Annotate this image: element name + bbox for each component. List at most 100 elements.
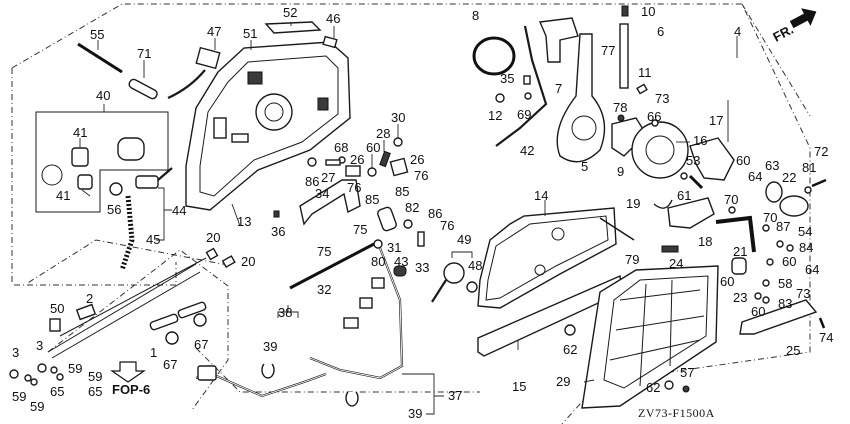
label-60-upper: 60 xyxy=(366,140,380,155)
label-67-left: 67 xyxy=(163,357,177,372)
part-37-harness xyxy=(309,247,404,380)
label-32: 32 xyxy=(317,282,331,297)
part-36-screw xyxy=(273,210,280,218)
label-68: 68 xyxy=(334,140,348,155)
label-6: 6 xyxy=(657,24,664,39)
label-50: 50 xyxy=(50,301,64,316)
part-49-switch xyxy=(443,262,465,284)
ignition-switch-body xyxy=(117,137,145,161)
part-53-bolt xyxy=(688,174,704,190)
label-64-upper: 64 xyxy=(748,169,762,184)
label-57: 57 xyxy=(680,365,694,380)
part-81-washer xyxy=(804,186,812,194)
part-26-bracket-a xyxy=(345,165,361,177)
leader-lines xyxy=(79,22,738,383)
label-45: 45 xyxy=(146,232,160,247)
label-29: 29 xyxy=(556,374,570,389)
label-79: 79 xyxy=(625,252,639,267)
part-21-lever xyxy=(715,215,756,253)
label-41-lower: 41 xyxy=(56,188,70,203)
label-77: 77 xyxy=(601,43,615,58)
part-28-spring xyxy=(379,150,391,168)
label-5: 5 xyxy=(581,159,588,174)
part-35-clip xyxy=(523,75,531,85)
part-72-bolt xyxy=(811,178,827,188)
label-27: 27 xyxy=(321,170,335,185)
part-78-screw xyxy=(617,114,625,122)
label-86-right: 86 xyxy=(428,206,442,221)
label-19: 19 xyxy=(626,196,640,211)
label-75-left: 75 xyxy=(317,244,331,259)
label-3-right: 3 xyxy=(36,338,43,353)
label-59-a: 59 xyxy=(68,361,82,376)
label-3-left: 3 xyxy=(12,345,19,360)
label-76-lower: 76 xyxy=(440,218,454,233)
part-61-washer xyxy=(680,172,688,180)
label-54: 54 xyxy=(798,224,812,239)
label-41-upper: 41 xyxy=(73,125,87,140)
part-6-arm xyxy=(619,23,629,89)
part-83-nut xyxy=(762,296,770,304)
part-20-nut-a xyxy=(205,247,219,261)
label-52: 52 xyxy=(283,5,297,20)
part-71-sleeve xyxy=(128,78,158,100)
label-71: 71 xyxy=(137,46,151,61)
label-9: 9 xyxy=(617,164,624,179)
harness-38-connector xyxy=(197,365,217,381)
part-62-grommet-b xyxy=(664,380,674,390)
harness-boundary xyxy=(195,347,480,393)
label-72: 72 xyxy=(814,144,828,159)
part-60-washer-e xyxy=(754,292,762,300)
label-73-lower: 73 xyxy=(796,286,810,301)
label-51: 51 xyxy=(243,26,257,41)
part-7-lever-grip xyxy=(538,17,579,63)
label-30: 30 xyxy=(391,110,405,125)
label-65-right: 65 xyxy=(88,384,102,399)
label-17: 17 xyxy=(709,113,723,128)
label-74: 74 xyxy=(819,330,833,345)
label-36: 36 xyxy=(271,224,285,239)
label-76-right: 76 xyxy=(414,168,428,183)
label-20-upper: 20 xyxy=(206,230,220,245)
part-41-switch-cover xyxy=(71,147,89,167)
label-31: 31 xyxy=(387,240,401,255)
label-8: 8 xyxy=(472,8,479,23)
label-33: 33 xyxy=(415,260,429,275)
part-3-bolt-a xyxy=(9,369,19,379)
part-24-spring xyxy=(661,245,679,253)
label-60-right: 60 xyxy=(736,153,750,168)
part-31-cam xyxy=(377,206,397,232)
label-60-lower: 60 xyxy=(720,274,734,289)
label-56: 56 xyxy=(107,202,121,217)
label-67-right: 67 xyxy=(194,337,208,352)
part-56-nut xyxy=(109,182,123,196)
part-60-washer xyxy=(367,167,377,177)
part-2-plate xyxy=(75,303,97,321)
part-27-spring xyxy=(325,159,341,166)
part-32-shaft xyxy=(289,242,375,290)
label-18: 18 xyxy=(698,234,712,249)
part-18-plate xyxy=(667,197,715,229)
label-75-right: 75 xyxy=(353,222,367,237)
part-67-clip-b xyxy=(193,313,207,327)
part-3-bolt-b xyxy=(37,363,47,373)
label-62-lower: 62 xyxy=(646,380,660,395)
label-13: 13 xyxy=(237,214,251,229)
assembly-boundary-left-lower xyxy=(11,68,229,286)
label-4: 4 xyxy=(734,24,741,39)
label-63: 63 xyxy=(765,158,779,173)
part-19-spring-clip xyxy=(653,199,673,209)
label-39-upper: 39 xyxy=(263,339,277,354)
label-7: 7 xyxy=(555,81,562,96)
part-62-grommet-a xyxy=(564,324,576,336)
label-61: 61 xyxy=(677,188,691,203)
label-42: 42 xyxy=(520,143,534,158)
gear-assembly-boundary xyxy=(741,3,811,117)
label-78: 78 xyxy=(613,100,627,115)
part-45-lanyard-cord xyxy=(119,195,135,271)
label-35: 35 xyxy=(500,71,514,86)
label-69: 69 xyxy=(517,107,531,122)
part-23-switch xyxy=(731,257,747,275)
part-1-sleeve-a xyxy=(149,313,179,331)
